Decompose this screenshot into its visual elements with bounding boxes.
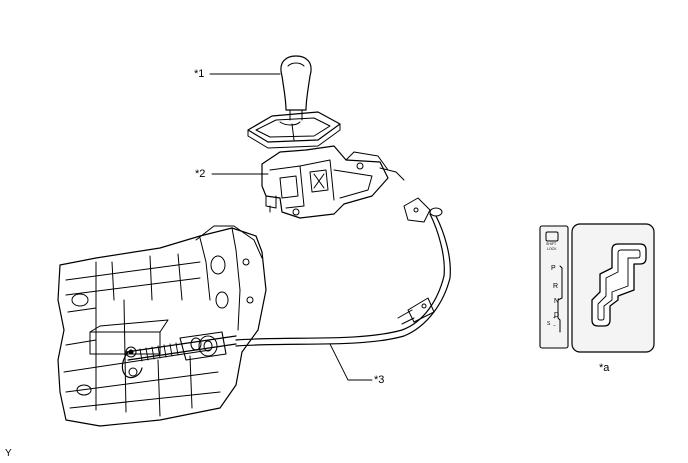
shift-lock-label-line2: LOCK — [547, 247, 557, 251]
transmission-control-cable — [235, 197, 451, 347]
gear-position-s: S — [547, 321, 551, 327]
gear-position-n: N — [554, 298, 560, 305]
callout-2: *2 — [195, 168, 206, 180]
callout-a: *a — [599, 362, 610, 374]
shift-lever-assembly — [261, 145, 405, 219]
callout-3: *3 — [374, 374, 385, 386]
s-plus-sign: + — [553, 315, 556, 321]
gear-position-d: D — [554, 312, 560, 319]
shift-lock-label-line1: SHIFT — [546, 242, 557, 246]
corner-mark: Y — [5, 448, 12, 459]
transmission-assembly — [57, 225, 267, 427]
s-minus-sign: − — [553, 323, 556, 329]
shift-lever-knob — [247, 55, 341, 149]
gear-position-p: P — [551, 265, 556, 272]
leader-lines — [209, 73, 373, 381]
callout-1: *1 — [194, 68, 205, 80]
shift-gate-indicator — [539, 223, 655, 353]
gear-position-r: R — [553, 283, 559, 290]
